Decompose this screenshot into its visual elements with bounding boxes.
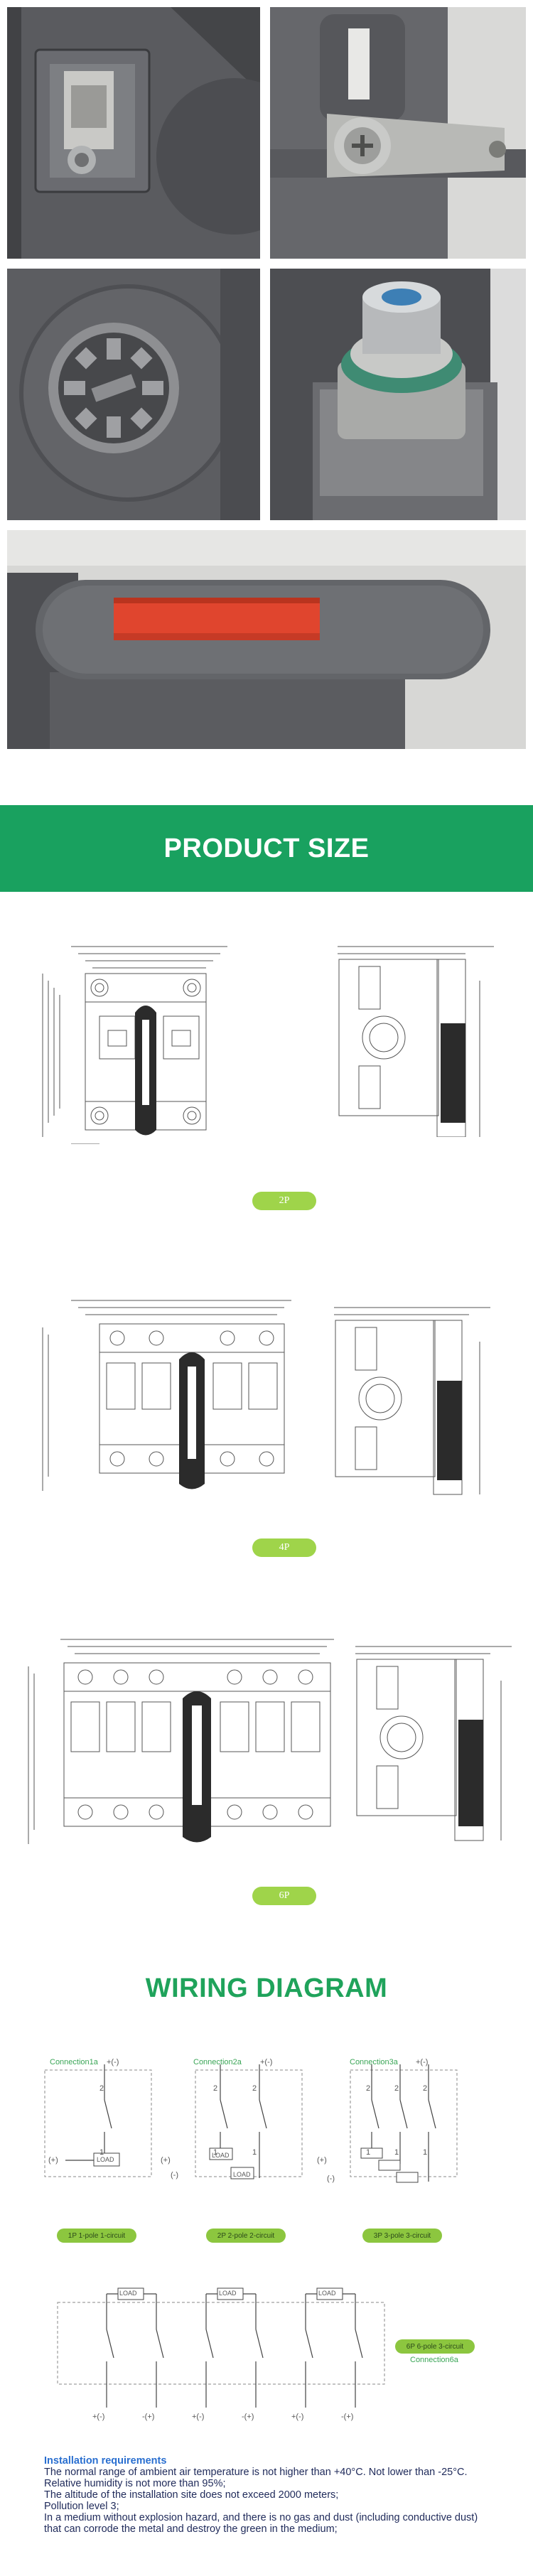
product-size-title: PRODUCT SIZE bbox=[163, 833, 370, 863]
w6-load-a: LOAD bbox=[119, 2290, 137, 2297]
pill-2p: 2P 2-pole 2-circuit bbox=[206, 2229, 286, 2243]
w6-load-c: LOAD bbox=[318, 2290, 336, 2297]
w1-load: LOAD bbox=[97, 2156, 114, 2163]
bolt-terminal-photo bbox=[270, 269, 526, 520]
w3-left-term: (+) bbox=[317, 2156, 327, 2165]
w1-left-term: (+) bbox=[48, 2156, 58, 2165]
pill-6p: 6P 6-pole 3-circuit bbox=[395, 2339, 475, 2354]
installation-requirements: Installation requirements The normal ran… bbox=[44, 2455, 533, 2535]
dimension-drawing-2p-side bbox=[323, 938, 501, 1137]
w2-left-term: (+) bbox=[161, 2156, 171, 2165]
w1-top-term: +(-) bbox=[107, 2058, 119, 2066]
label-6p: 6P bbox=[252, 1887, 316, 1905]
connection-2a-label: Connection2a bbox=[193, 2058, 242, 2066]
installation-line: The normal range of ambient air temperat… bbox=[44, 2467, 468, 2478]
connection-3a-label: Connection3a bbox=[350, 2058, 398, 2066]
dimension-drawing-6p-side bbox=[348, 1638, 519, 1844]
dimension-drawing-2p-front bbox=[28, 938, 242, 1144]
w6-term-4: -(+) bbox=[242, 2413, 254, 2421]
w6-term-1: +(-) bbox=[92, 2413, 105, 2421]
installation-heading: Installation requirements bbox=[44, 2455, 167, 2467]
w3-pole1a: 1 bbox=[366, 2148, 371, 2157]
wiring-2p-diagram bbox=[192, 2064, 313, 2196]
w2-load-b: LOAD bbox=[233, 2171, 251, 2178]
installation-line: Relative humidity is not more than 95%; bbox=[44, 2478, 226, 2489]
w6-term-6: -(+) bbox=[341, 2413, 354, 2421]
w2-top-term: +(-) bbox=[260, 2058, 273, 2066]
product-size-banner: PRODUCT SIZE bbox=[0, 805, 533, 892]
connection-1a-label: Connection1a bbox=[50, 2058, 98, 2066]
pill-1p: 1P 1-pole 1-circuit bbox=[57, 2229, 136, 2243]
w1-pole1: 1 bbox=[99, 2148, 104, 2157]
w3-top-term: +(-) bbox=[416, 2058, 429, 2066]
w3-pole2c: 2 bbox=[423, 2084, 428, 2093]
w3-bottom-term: (-) bbox=[327, 2174, 335, 2183]
w2-pole1a: 1 bbox=[213, 2148, 218, 2157]
w6-term-2: -(+) bbox=[142, 2413, 155, 2421]
w2-pole2b: 2 bbox=[252, 2084, 257, 2093]
wiring-6p-diagram bbox=[57, 2287, 391, 2422]
dimension-drawing-6p-front bbox=[18, 1631, 345, 1858]
dimension-drawing-4p-front bbox=[28, 1292, 306, 1505]
pill-3p: 3P 3-pole 3-circuit bbox=[362, 2229, 442, 2243]
installation-line: In a medium without explosion hazard, an… bbox=[44, 2512, 478, 2523]
screw-bracket-photo bbox=[270, 7, 526, 259]
w6-term-5: +(-) bbox=[291, 2413, 304, 2421]
w2-pole1b: 1 bbox=[252, 2148, 257, 2157]
label-4p: 4P bbox=[252, 1538, 316, 1557]
installation-line: The altitude of the installation site do… bbox=[44, 2489, 339, 2501]
installation-line: that can corrode the metal and destroy t… bbox=[44, 2523, 338, 2535]
connection-6a-label: Connection6a bbox=[410, 2356, 458, 2364]
wiring-1p-diagram bbox=[44, 2064, 172, 2196]
handle-window-photo bbox=[7, 530, 526, 749]
w3-pole2b: 2 bbox=[394, 2084, 399, 2093]
w3-pole1b: 1 bbox=[394, 2148, 399, 2157]
w2-pole2a: 2 bbox=[213, 2084, 218, 2093]
w2-load-a: LOAD bbox=[212, 2152, 230, 2159]
terminal-cover-photo bbox=[7, 7, 260, 259]
label-2p: 2P bbox=[252, 1192, 316, 1210]
dimension-drawing-4p-side bbox=[327, 1299, 497, 1498]
installation-line: Pollution level 3; bbox=[44, 2501, 119, 2512]
w6-load-b: LOAD bbox=[219, 2290, 237, 2297]
wiring-3p-diagram bbox=[347, 2064, 468, 2196]
w6-term-3: +(-) bbox=[192, 2413, 205, 2421]
w2-bottom-term: (-) bbox=[171, 2171, 178, 2179]
w3-pole1c: 1 bbox=[423, 2148, 428, 2157]
w3-pole2a: 2 bbox=[366, 2084, 371, 2093]
w1-pole2: 2 bbox=[99, 2084, 104, 2093]
wiring-diagram-title: WIRING DIAGRAM bbox=[145, 1973, 388, 2003]
rotary-cam-photo bbox=[7, 269, 260, 520]
